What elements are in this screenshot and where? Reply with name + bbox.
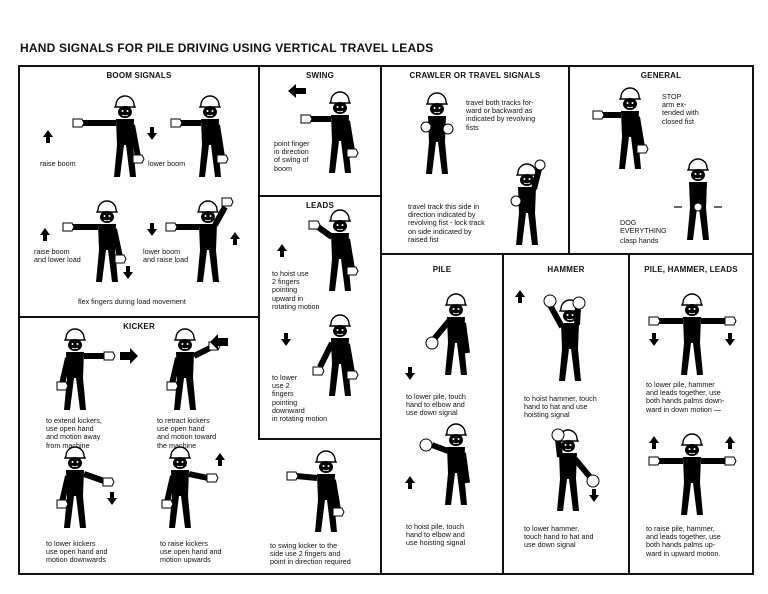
- figure-travel-both-tracks: [420, 92, 454, 175]
- figure-raise-boom-lower-load: [40, 200, 133, 283]
- figure-raise-boom: [43, 95, 145, 178]
- panel-title: LEADS: [305, 201, 335, 210]
- figure-travel-track-side: [510, 159, 546, 246]
- figure-lower-pile: [405, 293, 470, 380]
- caption-travel-both: travel both tracks for- ward or backward…: [466, 98, 536, 132]
- caption-raise-boom: raise boom: [40, 159, 76, 168]
- figure-leads-lower: [281, 314, 359, 397]
- figure-lower-hammer: [551, 428, 600, 512]
- figure-raise-all: [648, 433, 737, 516]
- caption-raise-kickers: to raise kickers use open hand and motio…: [160, 539, 222, 565]
- caption-lower-all: to lower pile, hammer and leads together…: [646, 380, 725, 414]
- panel-title: PILE: [432, 265, 452, 274]
- figure-swing-kicker: [286, 450, 345, 533]
- caption-lower-boom: lower boom: [148, 159, 186, 168]
- caption-lower-kickers: to lower kickers use open hand and motio…: [46, 539, 108, 565]
- caption-lower-hammer: to lower hammer, touch hand to hat and u…: [524, 524, 594, 550]
- caption-raise-all: to raise pile, hammer, and leads togethe…: [646, 524, 721, 558]
- caption-extend-kickers: to extend kickers, use open hand and mot…: [46, 416, 102, 450]
- caption-clasp-hands: clasp hands: [620, 236, 659, 245]
- caption-leads-hoist: to hoist use 2 fingers pointing upward i…: [272, 269, 320, 311]
- caption-lower-boom-raise-load: lower boom and raise load: [143, 247, 189, 265]
- figure-raise-kickers: [161, 446, 225, 529]
- caption-stop: STOP arm ex- tended with closed fist: [662, 92, 699, 126]
- panel-title: SWING: [305, 71, 335, 80]
- panel-kicker: KICKER to extend kickers, use open hand …: [18, 316, 260, 575]
- figure-lower-kickers: [56, 446, 117, 529]
- panel-title: KICKER: [123, 322, 155, 331]
- figure-leads-hoist: [277, 209, 359, 292]
- panel-hammer: HAMMER to hoist hammer, touch hand to ha…: [502, 253, 630, 575]
- panel-general: GENERAL STOP arm ex- tended with closed …: [568, 65, 754, 255]
- figure-retract-kickers: [166, 328, 228, 411]
- panel-title: HAMMER: [547, 265, 585, 274]
- panel-title: BOOM SIGNALS: [106, 71, 172, 80]
- figure-lower-boom: [147, 95, 229, 178]
- caption-flex-fingers: flex fingers during load movement: [78, 297, 186, 306]
- caption-leads-lower: to lower use 2 fingers pointing downward…: [272, 373, 328, 424]
- panel-title: PILE, HAMMER, LEADS: [644, 265, 738, 274]
- caption-travel-track-side: travel track this side in direction indi…: [408, 202, 485, 244]
- caption-raise-boom-lower-load: raise boom and lower load: [34, 247, 81, 265]
- panel-pile: PILE to lower pile, touch hand to elbow …: [380, 253, 504, 575]
- panel-crawler-travel: CRAWLER OR TRAVEL SIGNALS travel both tr…: [380, 65, 570, 255]
- figure-stop: [592, 87, 649, 170]
- panel-title: CRAWLER OR TRAVEL SIGNALS: [409, 71, 541, 80]
- figure-dog-everything: [674, 158, 722, 241]
- figure-hoist-pile: [405, 423, 470, 506]
- panel-boom-signals: BOOM SIGNALS raise boom lower boom raise…: [18, 65, 260, 318]
- figure-lower-boom-raise-load: [147, 197, 240, 283]
- panel-pile-hammer-leads: PILE, HAMMER, LEADS to lower pile, hamme…: [628, 253, 754, 575]
- panel-leads: LEADS to hoist use 2 fingers pointing up…: [258, 195, 382, 440]
- caption-swing-kicker: to swing kicker to the side use 2 finger…: [270, 541, 351, 567]
- figure-swing: [288, 84, 359, 174]
- caption-dog-everything: DOG EVERYTHING: [620, 218, 667, 236]
- figure-lower-all: [648, 293, 737, 376]
- caption-hoist-hammer: to hoist hammer, touch hand to hat and u…: [524, 394, 597, 420]
- caption-lower-pile: to lower pile, touch hand to elbow and u…: [406, 392, 466, 418]
- caption-swing: point finger in direction of swing of bo…: [274, 139, 310, 173]
- panel-title: GENERAL: [640, 71, 682, 80]
- panel-kicker-swing: to swing kicker to the side use 2 finger…: [258, 438, 382, 575]
- caption-hoist-pile: to hoist pile, touch hand to elbow and u…: [406, 522, 466, 548]
- figure-hoist-hammer: [515, 290, 586, 382]
- caption-retract-kickers: to retract kickers use open hand and mot…: [157, 416, 217, 450]
- figure-extend-kickers: [56, 328, 138, 411]
- panel-swing: SWING point finger in direction of swing…: [258, 65, 382, 197]
- page-title: HAND SIGNALS FOR PILE DRIVING USING VERT…: [20, 41, 434, 55]
